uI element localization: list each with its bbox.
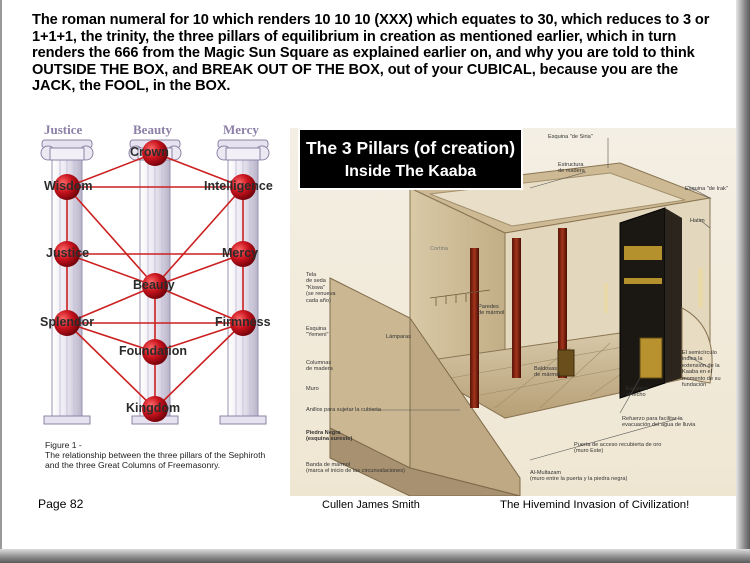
figure-caption-line2: The relationship between the three pilla… — [45, 450, 266, 460]
node-foundation: Foundation — [119, 344, 188, 358]
label-multazam: Al-Multazam (muro entre la puerta y la p… — [530, 470, 628, 483]
label-muro: Muro — [306, 386, 319, 392]
node-beauty: Beauty — [133, 278, 175, 292]
figure-caption-line3: and the three Great Columns of Freemason… — [45, 460, 221, 470]
label-piedra-negra: Piedra Negra (esquina sureste) — [306, 430, 353, 443]
node-firmness: Firmness — [215, 315, 271, 329]
label-columnas: Columnas de madera — [306, 360, 333, 373]
banner-subtitle: Inside The Kaaba — [344, 163, 477, 180]
sephiroth-graphic — [40, 139, 270, 425]
sephiroth-nodes — [54, 140, 256, 422]
label-hatim: Hatim — [690, 218, 705, 224]
node-mercy: Mercy — [222, 246, 259, 260]
footer-author: Cullen James Smith — [322, 499, 420, 511]
label-esquina-siria: Esquina "de Siria" — [548, 134, 593, 140]
label-esquina-yemeni: Esquina "Yemeni" — [306, 326, 329, 339]
body-paragraph: The roman numeral for 10 which renders 1… — [32, 12, 710, 95]
page-shadow-bottom — [0, 549, 750, 563]
node-crown: Crown — [130, 145, 169, 159]
footer-book-title: The Hivemind Invasion of Civilization! — [500, 499, 690, 511]
column-title-justice: Justice — [44, 122, 83, 137]
label-baldosas: Baldosas de mármol — [534, 366, 561, 379]
node-wisdom: Wisdom — [44, 179, 93, 193]
label-cortina: Cortina — [430, 246, 449, 252]
label-lamparas: Lámparas — [386, 334, 411, 340]
label-estructura: Estructura de madera — [558, 162, 585, 175]
kaaba-graphic — [329, 138, 713, 496]
node-splendor: Splendor — [40, 315, 95, 329]
label-semicirculo: El semicírculo indica la extensión de la… — [682, 350, 721, 389]
label-refuerzo: Refuerzo para facilitar la evacuación de… — [622, 416, 696, 429]
label-anillos: Anillos para sujetar la cubierta — [306, 407, 381, 413]
label-esquina-irak: Esquina "de Irak" — [685, 186, 728, 192]
figure-caption: Figure 1 - The relationship between the … — [45, 440, 295, 470]
label-banda: Banda de mármol (marca el inicio de las … — [306, 462, 405, 475]
kaaba-illustration: The 3 Pillars (of creation) Inside The K… — [290, 128, 736, 496]
node-justice: Justice — [46, 246, 90, 260]
column-title-mercy: Mercy — [223, 122, 259, 137]
label-tela: Tela de seda "Kiswa" (se renueva cada añ… — [306, 272, 336, 304]
label-puerta: Puerta de acceso recubierta de oro (muro… — [574, 442, 662, 455]
figure-caption-line1: Figure 1 - — [45, 440, 82, 450]
kaaba-banner: The 3 Pillars (of creation) Inside The K… — [298, 128, 523, 190]
banner-title: The 3 Pillars (of creation) — [305, 138, 516, 158]
node-kingdom: Kingdom — [126, 401, 181, 415]
label-paredes: Paredes de mármol — [478, 304, 505, 317]
sephiroth-paths — [66, 152, 244, 410]
sephiroth-diagram: Justice Beauty Mercy Crown Wisdom Intell… — [30, 120, 290, 430]
column-title-beauty: Beauty — [133, 122, 172, 137]
label-escalera: Escalera al techo — [626, 386, 648, 399]
page-shadow-right — [736, 0, 750, 563]
page-left-edge — [0, 0, 2, 563]
footer-page-number: Page 82 — [38, 497, 84, 511]
node-intelligence: Intelligence — [204, 179, 273, 193]
